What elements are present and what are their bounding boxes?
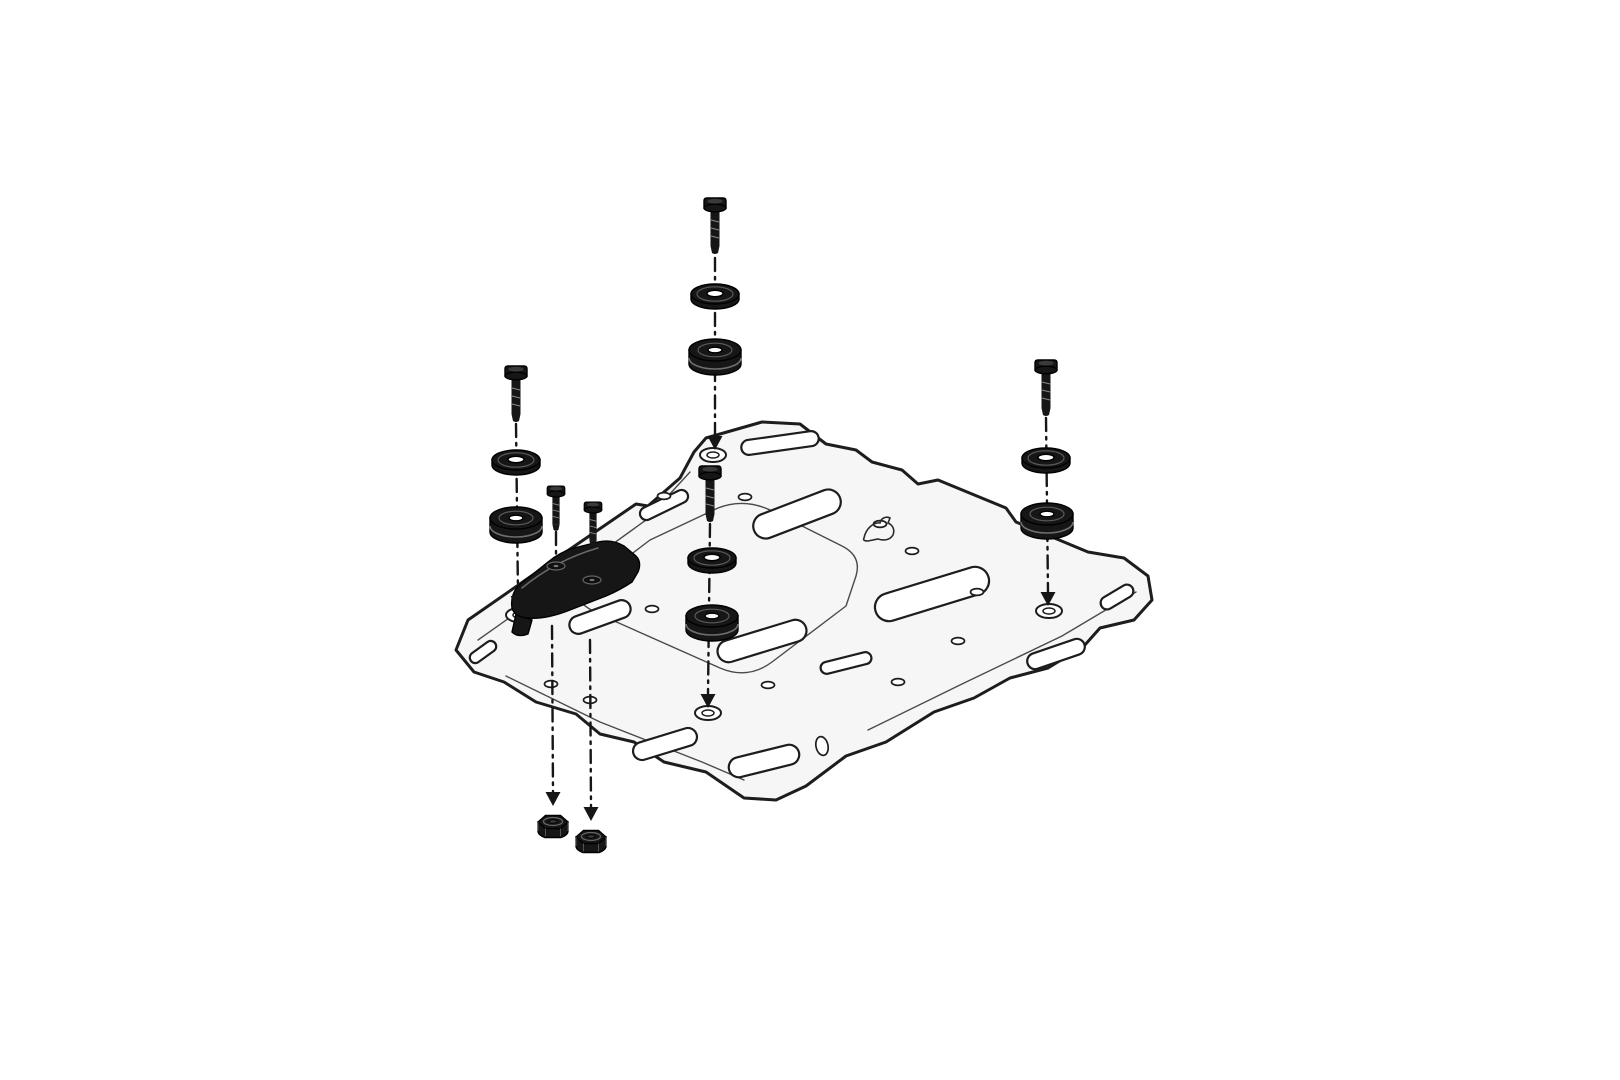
hex-nut-2	[575, 829, 607, 854]
rack-slot	[740, 430, 820, 456]
grommet-left	[489, 506, 543, 544]
rack-hole	[760, 680, 776, 690]
rack-hole	[969, 587, 985, 597]
assembly-axis-adapter-2-lower	[588, 638, 593, 809]
assembly-axis-adapter-1-lower	[550, 624, 555, 794]
grommet-top	[688, 338, 742, 376]
rack-boss-hole	[694, 705, 722, 721]
washer-middle	[687, 547, 737, 574]
rack-outline	[454, 420, 1154, 802]
rack-hole-oval	[814, 735, 830, 757]
rack-slot	[819, 651, 873, 675]
rack-hole	[950, 636, 966, 646]
rack-hole	[644, 604, 660, 614]
rack-boss-hole	[699, 447, 727, 463]
grommet-right	[1020, 502, 1074, 540]
rack-slot	[752, 488, 842, 540]
brand-logo-horse	[862, 516, 895, 542]
hex-nut-1	[537, 814, 569, 839]
rack-slot	[873, 565, 991, 623]
rack-slot	[1026, 637, 1086, 671]
rack-slot	[631, 726, 699, 762]
rack-hole	[890, 677, 906, 687]
rack-hole	[543, 679, 559, 689]
rack-hole	[656, 491, 672, 501]
washer-top	[690, 283, 740, 310]
washer-left	[491, 449, 541, 476]
rack-boss-hole	[1035, 603, 1063, 619]
rack-slot	[727, 743, 801, 779]
luggage-rack-plate	[454, 420, 1154, 802]
rack-slot	[468, 639, 498, 665]
adapter-plate	[510, 540, 641, 637]
rack-hole	[904, 546, 920, 556]
rack-slot	[568, 599, 632, 635]
rack-hole	[737, 492, 753, 502]
rack-slot	[716, 618, 808, 664]
washer-right	[1021, 447, 1071, 474]
grommet-middle	[685, 604, 739, 642]
rack-slot	[1099, 583, 1135, 611]
rack-contour-right	[867, 591, 1137, 731]
